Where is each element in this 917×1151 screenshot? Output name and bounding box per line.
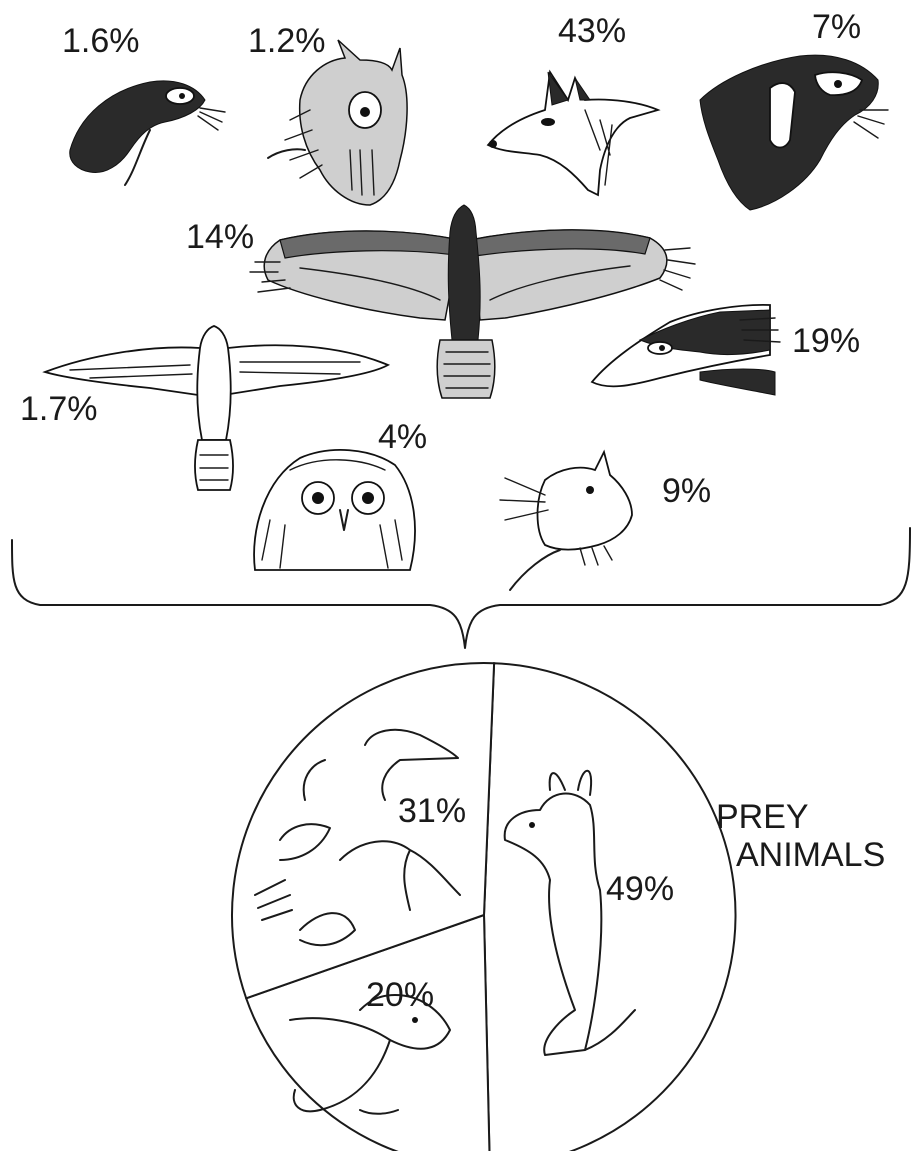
tawny-owl-percentage: 4% xyxy=(378,418,427,456)
eagle-owl-icon xyxy=(268,40,407,205)
badger-percentage: 7% xyxy=(812,8,861,46)
badger-head-icon xyxy=(700,55,888,210)
polecat-percentage: 19% xyxy=(792,322,860,360)
prey-title-line2: ANIMALS xyxy=(736,836,885,874)
fox-percentage: 43% xyxy=(558,12,626,50)
prey-title-line1: PREY xyxy=(716,798,809,836)
marten-percentage: 1.6% xyxy=(62,22,140,60)
eagle-owl-percentage: 1.2% xyxy=(248,22,326,60)
rabbits-percentage: 49% xyxy=(606,870,674,908)
marten-head-icon xyxy=(70,81,225,185)
tawny-owl-icon xyxy=(254,450,415,570)
goshawk-percentage: 1.7% xyxy=(20,390,98,428)
cat-head-icon xyxy=(500,452,632,590)
bracket-line xyxy=(12,528,910,648)
mice-percentage: 20% xyxy=(366,976,434,1014)
cat-percentage: 9% xyxy=(662,472,711,510)
small-prey-percentage: 31% xyxy=(398,792,466,830)
polecat-head-icon xyxy=(592,305,780,395)
buzzard-percentage: 14% xyxy=(186,218,254,256)
fox-head-icon xyxy=(488,72,658,195)
